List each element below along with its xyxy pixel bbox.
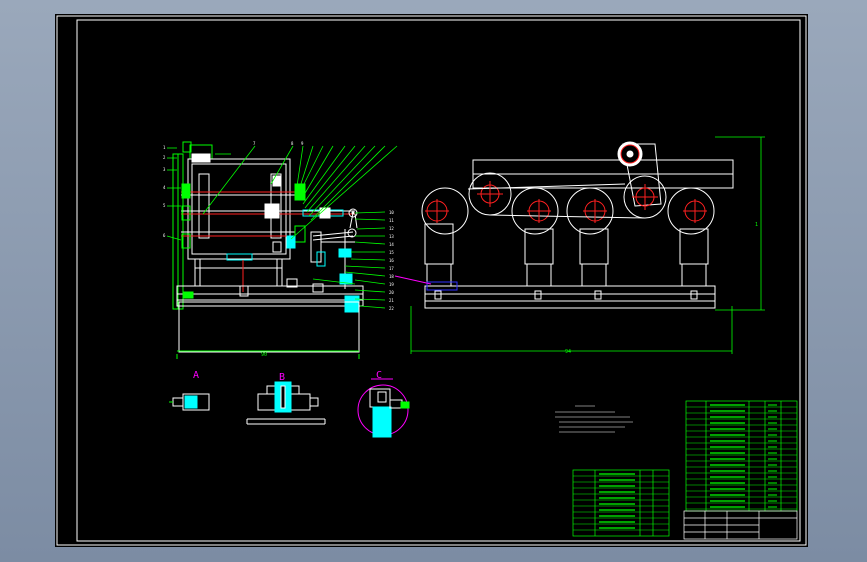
section-c: [357, 378, 410, 438]
table-rows-svg: [573, 404, 797, 531]
svg-text:4: 4: [163, 185, 166, 190]
section-b: [246, 381, 326, 425]
blue-detail: [426, 281, 458, 291]
svg-text:10: 10: [389, 210, 394, 215]
tech-notes: [555, 405, 633, 433]
parts-list-left: [572, 469, 670, 537]
leader-lines: [166, 145, 398, 309]
svg-text:5: 5: [163, 203, 166, 208]
svg-text:18: 18: [389, 274, 394, 279]
svg-text:7: 7: [253, 141, 256, 146]
svg-text:13: 13: [389, 234, 394, 239]
svg-text:9: 9: [301, 141, 304, 146]
svg-text:15: 15: [389, 250, 394, 255]
section-a: [169, 393, 210, 411]
section-a-label: A: [193, 370, 199, 381]
svg-text:21: 21: [389, 298, 394, 303]
svg-text:2: 2: [163, 155, 166, 160]
svg-text:6: 6: [163, 233, 166, 238]
svg-text:12: 12: [389, 226, 394, 231]
left-width-dim: 90: [261, 352, 267, 358]
svg-text:19: 19: [389, 282, 394, 287]
svg-text:20: 20: [389, 290, 394, 295]
title-block: [683, 510, 798, 540]
side-view: [172, 141, 364, 359]
svg-text:14: 14: [389, 242, 394, 247]
front-dims: [410, 136, 765, 354]
svg-text:8: 8: [291, 141, 294, 146]
svg-text:17: 17: [389, 266, 394, 271]
svg-text:16: 16: [389, 258, 394, 263]
svg-text:22: 22: [389, 306, 394, 311]
right-height-dim: 1: [755, 222, 758, 228]
magenta-leader: [394, 275, 432, 285]
outer-frame: [56, 15, 807, 546]
centre-marks: [425, 181, 707, 223]
svg-text:1: 1: [163, 145, 166, 150]
inner-frame: [76, 19, 801, 542]
svg-text:11: 11: [389, 218, 394, 223]
section-c-label: C: [376, 370, 382, 381]
svg-text:3: 3: [163, 167, 166, 172]
right-width-dim: 94: [565, 349, 571, 355]
section-b-label: B: [279, 372, 285, 383]
